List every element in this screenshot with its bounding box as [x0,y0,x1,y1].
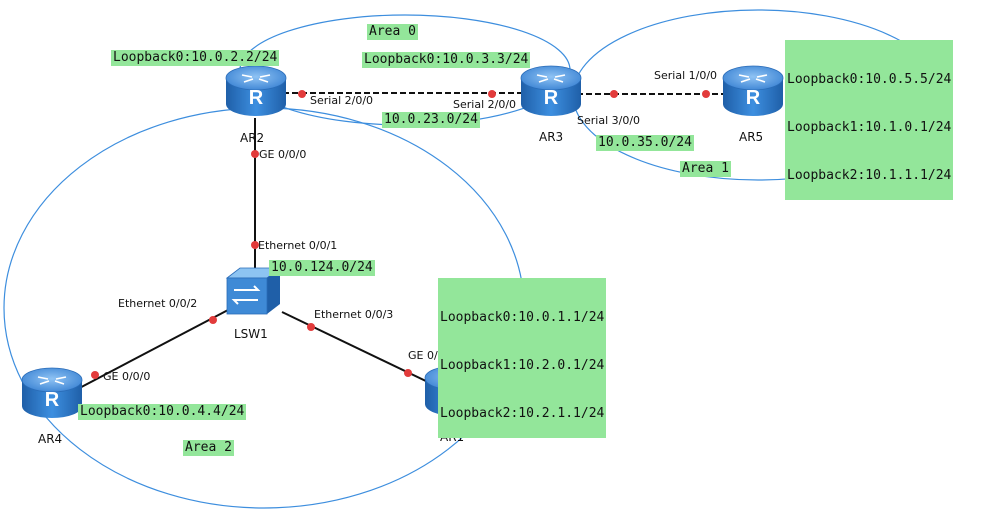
device-label-ar3: AR3 [539,130,563,144]
router-ar4-icon[interactable] [21,367,83,419]
router-ar5-icon[interactable] [722,65,784,117]
port-dot-lsw1-e003 [307,323,315,331]
port-label-ar2-ge000: GE 0/0/0 [259,148,306,161]
ar5-loopback1: Loopback1:10.1.0.1/24 [787,120,952,135]
device-label-ar4: AR4 [38,432,62,446]
area-2-label: Area 2 [183,440,234,456]
port-dot-lsw1-e001 [251,241,259,249]
ar4-loopback-label: Loopback0:10.0.4.4/24 [78,404,247,420]
device-label-ar2: AR2 [240,131,264,145]
ar5-loopback0: Loopback0:10.0.5.5/24 [787,72,952,87]
port-label-ar5-s100: Serial 1/0/0 [654,69,717,82]
port-label-ar2-s200: Serial 2/0/0 [310,94,373,107]
device-label-lsw1: LSW1 [234,327,268,341]
ar1-loopback1: Loopback1:10.2.0.1/24 [440,358,605,373]
ar2-loopback-label: Loopback0:10.0.2.2/24 [111,50,280,66]
port-dot-ar2-ge000 [251,150,259,158]
port-dot-ar1-ge000 [404,369,412,377]
network-23-label: 10.0.23.0/24 [382,112,480,128]
port-dot-ar3-s300 [610,90,618,98]
port-dot-lsw1-e002 [209,316,217,324]
area-1-label: Area 1 [680,161,731,177]
port-dot-ar5-s100 [702,90,710,98]
area-0-label: Area 0 [367,24,418,40]
port-label-ar3-s200: Serial 2/0/0 [453,98,516,111]
ar5-loopback2: Loopback2:10.1.1.1/24 [787,168,952,183]
switch-lsw1-icon[interactable] [225,267,282,315]
network-35-label: 10.0.35.0/24 [596,135,694,151]
port-dot-ar4-ge000 [91,371,99,379]
port-label-ar4-ge000: GE 0/0/0 [103,370,150,383]
port-label-lsw1-e002: Ethernet 0/0/2 [118,297,197,310]
ar1-loopback-block: Loopback0:10.0.1.1/24 Loopback1:10.2.0.1… [438,278,607,438]
port-dot-ar3-s200 [488,90,496,98]
link-lsw1-ar4 [69,309,229,394]
port-label-ar3-s300: Serial 3/0/0 [577,114,640,127]
router-ar2-icon[interactable] [225,65,287,117]
ar1-loopback2: Loopback2:10.2.1.1/24 [440,406,605,421]
device-label-ar5: AR5 [739,130,763,144]
network-124-label: 10.0.124.0/24 [269,260,375,276]
ar1-loopback0: Loopback0:10.0.1.1/24 [440,310,605,325]
port-label-lsw1-e003: Ethernet 0/0/3 [314,308,393,321]
ar3-loopback-label: Loopback0:10.0.3.3/24 [362,52,531,68]
ar5-loopback-block: Loopback0:10.0.5.5/24 Loopback1:10.1.0.1… [785,40,954,200]
port-label-lsw1-e001: Ethernet 0/0/1 [258,239,337,252]
router-ar3-icon[interactable] [520,65,582,117]
port-dot-ar2-s200 [298,90,306,98]
